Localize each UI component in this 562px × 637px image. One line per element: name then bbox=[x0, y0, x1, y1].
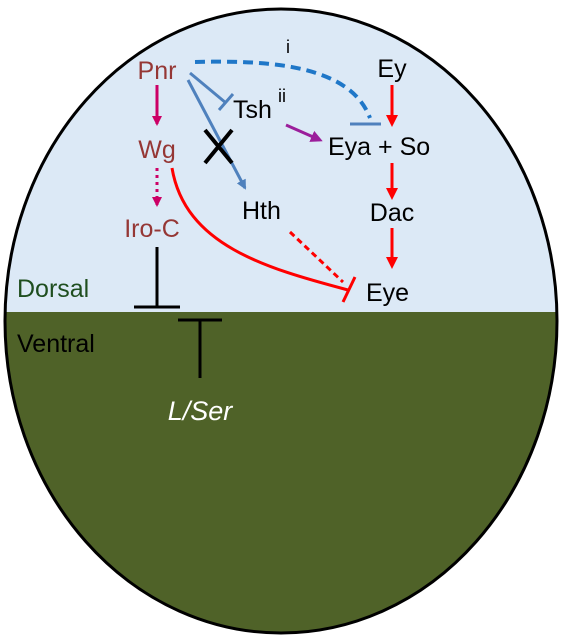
inhibit-pnr-tsh-bar bbox=[217, 93, 235, 111]
inhibit-wg-eye-bar bbox=[341, 276, 357, 303]
mark-i: i bbox=[286, 37, 290, 57]
gene-dac: Dac bbox=[370, 199, 414, 227]
gene-tsh: Tsh bbox=[233, 96, 272, 124]
gene-wg: Wg bbox=[138, 136, 176, 164]
gene-eye: Eye bbox=[366, 279, 409, 307]
region-ventral-label: Ventral bbox=[17, 330, 95, 358]
gene-pnr: Pnr bbox=[138, 57, 177, 85]
gene-ey: Ey bbox=[377, 55, 407, 83]
gene-iro-c: Iro-C bbox=[124, 215, 180, 243]
ventral-region bbox=[5, 312, 557, 633]
disc-outline bbox=[3, 7, 559, 635]
inhibit-pnr-tsh bbox=[189, 71, 227, 105]
arrow-pnr-hth bbox=[186, 79, 247, 190]
gene-eya-so: Eya + So bbox=[328, 133, 430, 161]
region-dorsal-label: Dorsal bbox=[17, 275, 89, 303]
gene-l-ser: L/Ser bbox=[168, 396, 234, 426]
block-x bbox=[203, 128, 234, 165]
mark-ii: ii bbox=[278, 86, 286, 106]
inhibit-hth-eye bbox=[288, 230, 345, 284]
arrow-tsh-eya bbox=[285, 123, 323, 142]
dorsal-region bbox=[5, 9, 557, 312]
inhibit-wg-eye bbox=[170, 167, 349, 292]
gene-hth: Hth bbox=[242, 197, 281, 225]
